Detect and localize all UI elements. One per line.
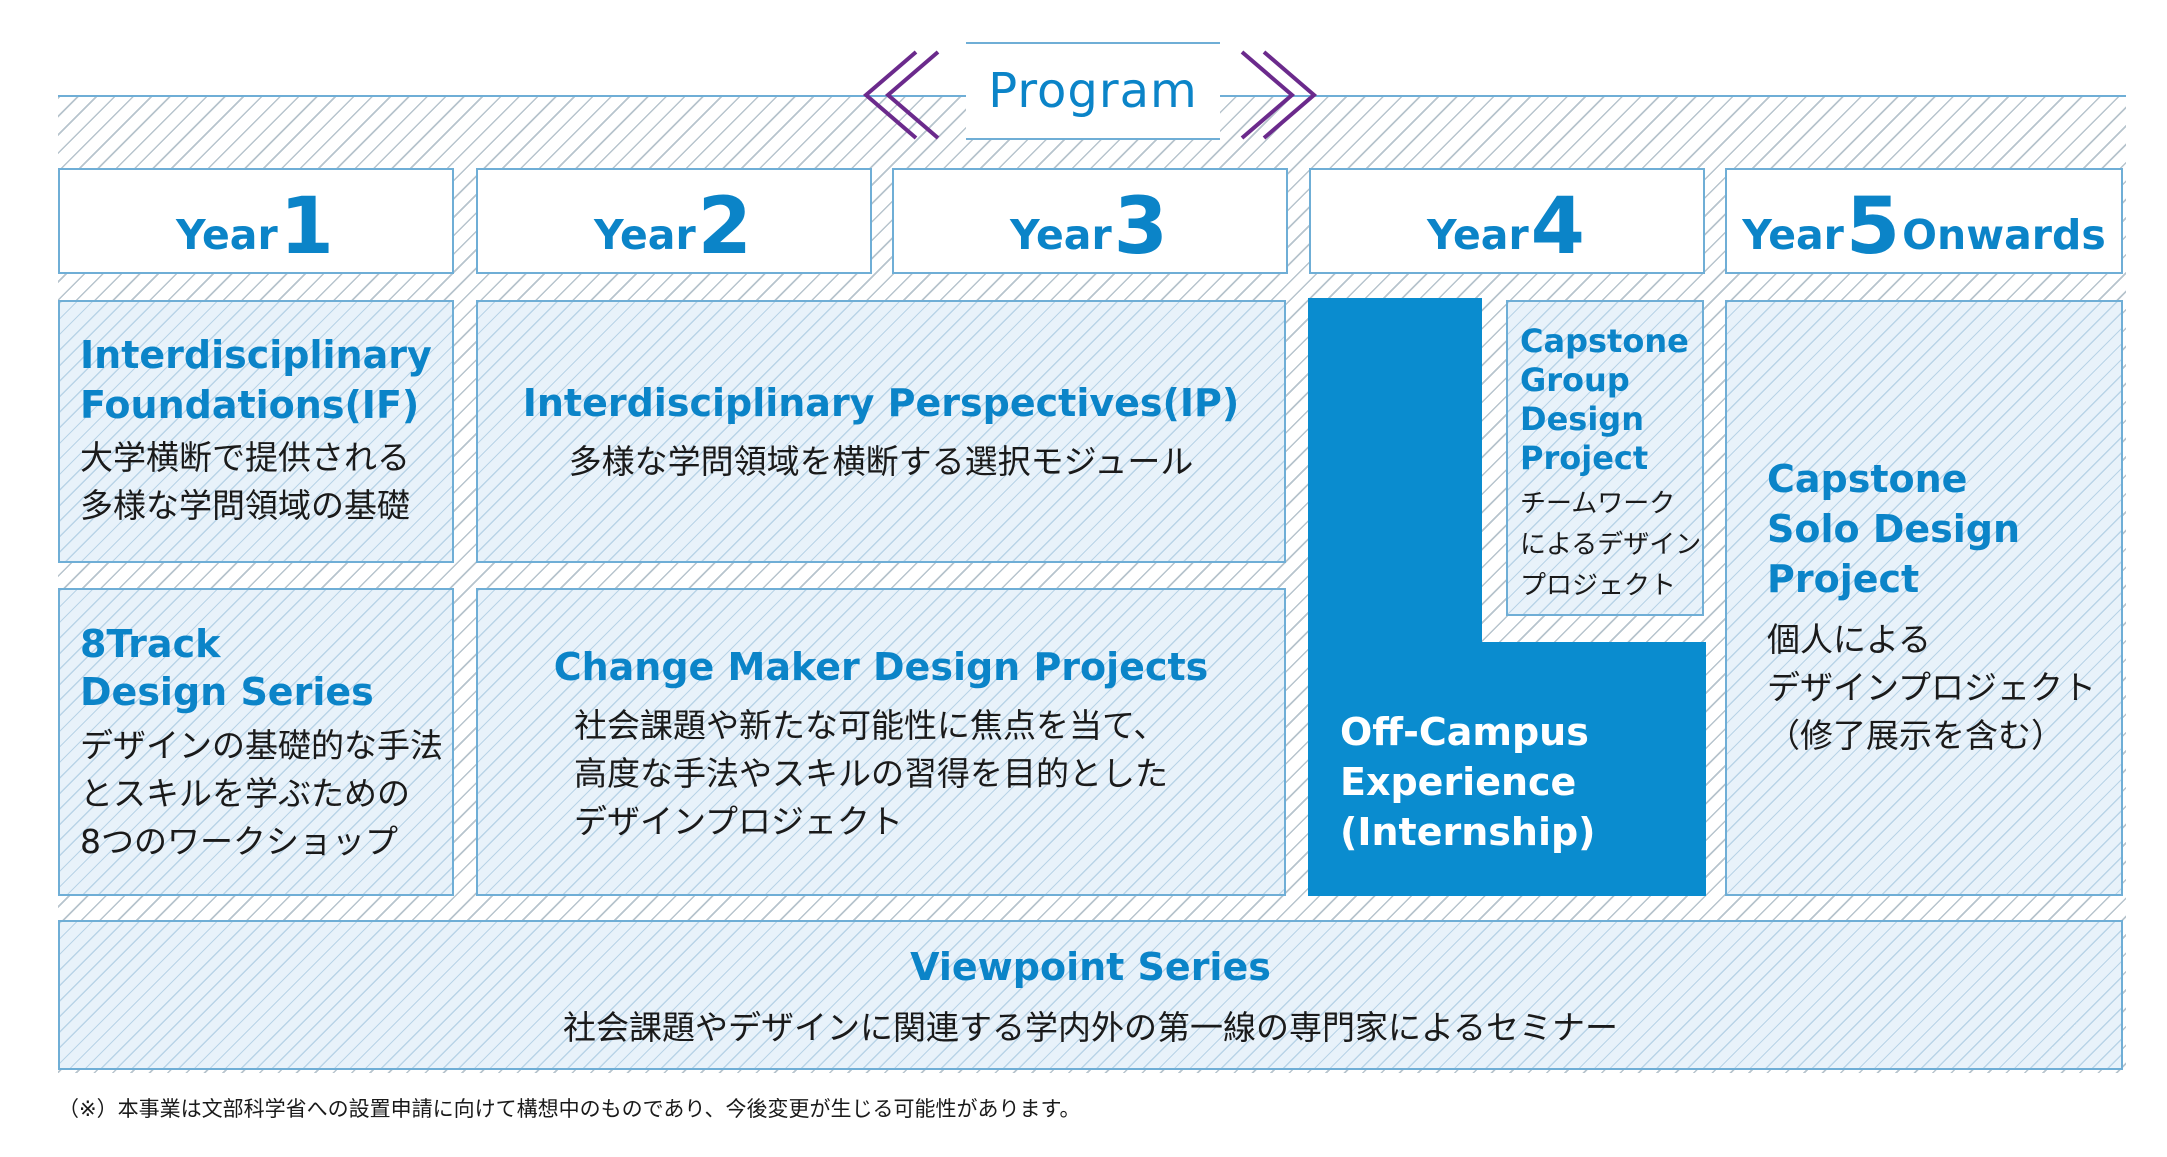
- module-title: 8Track Design Series: [80, 622, 374, 714]
- year-3-header: Year 3: [892, 168, 1288, 274]
- chevron-right-icon: [1240, 50, 1318, 140]
- chevron-left-icon: [862, 50, 940, 140]
- module-description: チームワーク によるデザイン プロジェクト: [1520, 489, 1702, 601]
- module-capstone-group-design-project: Capstone Group Design Project チームワーク による…: [1506, 300, 1704, 616]
- module-title: Change Maker Design Projects: [553, 645, 1209, 689]
- module-title: Interdisciplinary Foundations(IF): [80, 333, 432, 427]
- module-description: 多様な学問領域を横断する選択モジュール: [568, 442, 1194, 481]
- footnote: （※）本事業は文部科学省への設置申請に向けて構想中のものであり、今後変更が生じる…: [58, 1097, 1081, 1121]
- module-description: 個人による デザインプロジェクト （修了展示を含む）: [1767, 620, 2097, 755]
- module-title: Interdisciplinary Perspectives(IP): [522, 381, 1240, 425]
- year-1-header: Year 1: [58, 168, 454, 274]
- module-title: Off-Campus Experience (Internship): [1340, 710, 1596, 854]
- module-description: デザインの基礎的な手法 とスキルを学ぶための 8つのワークショップ: [80, 726, 443, 861]
- module-off-campus-experience: Off-Campus Experience (Internship): [1340, 707, 1680, 857]
- module-title: Capstone Group Design Project: [1520, 322, 1689, 477]
- year-4-header: Year 4: [1309, 168, 1705, 274]
- module-title: Capstone Solo Design Project: [1767, 457, 2021, 601]
- module-description: 社会課題や新たな可能性に焦点を当て、 高度な手法やスキルの習得を目的とした デザ…: [574, 706, 1168, 841]
- module-description: 大学横断で提供される 多様な学問領域の基礎: [80, 438, 410, 525]
- module-interdisciplinary-perspectives: Interdisciplinary Perspectives(IP) 多様な学問…: [476, 300, 1286, 563]
- module-interdisciplinary-foundations: Interdisciplinary Foundations(IF) 大学横断で提…: [58, 300, 454, 563]
- module-capstone-solo-design-project: Capstone Solo Design Project 個人による デザインプ…: [1725, 300, 2123, 896]
- module-title: Viewpoint Series: [910, 945, 1271, 989]
- off-campus-block-shape: [1308, 298, 1706, 896]
- year-5-onwards-header: Year 5 Onwards: [1725, 168, 2123, 274]
- year-2-header: Year 2: [476, 168, 872, 274]
- module-change-maker-design-projects: Change Maker Design Projects 社会課題や新たな可能性…: [476, 588, 1286, 896]
- module-8track-design-series: 8Track Design Series デザインの基礎的な手法 とスキルを学ぶ…: [58, 588, 454, 896]
- program-title: Program: [988, 63, 1198, 119]
- module-description: 社会課題やデザインに関連する学内外の第一線の専門家によるセミナー: [562, 1008, 1618, 1047]
- module-viewpoint-series: Viewpoint Series 社会課題やデザインに関連する学内外の第一線の専…: [58, 920, 2123, 1070]
- program-title-box: Program: [966, 42, 1220, 140]
